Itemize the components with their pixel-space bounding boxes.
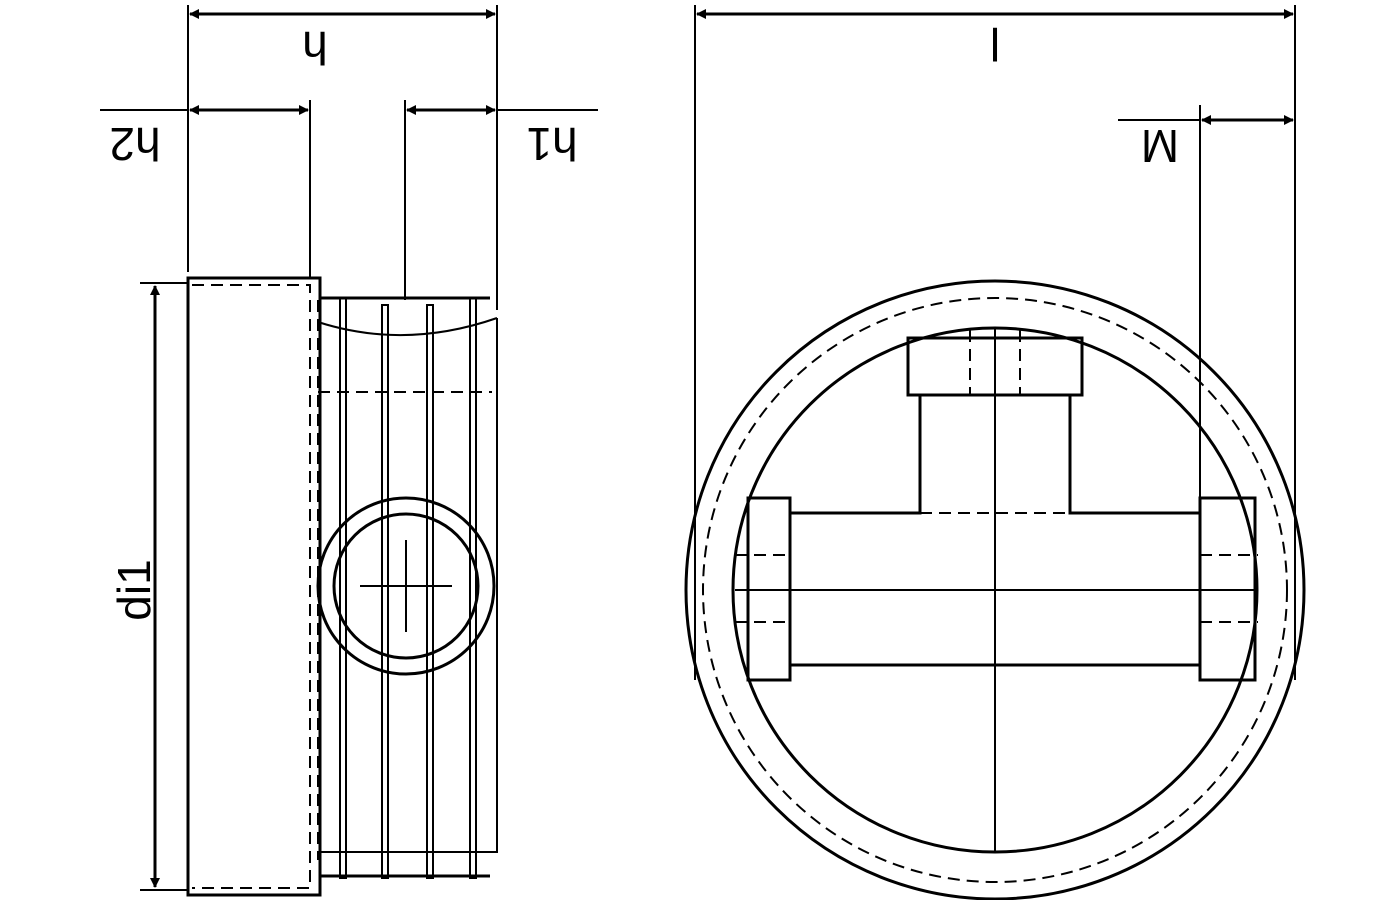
saddle-outer-ring (684, 279, 1306, 900)
body-right-edge (318, 318, 498, 853)
label-M: M (1141, 120, 1179, 172)
label-di1: di1 (108, 559, 160, 620)
label-h: h (302, 22, 328, 74)
ribs (339, 297, 477, 879)
front-view: l M (684, 5, 1306, 900)
flange-hidden-line (192, 284, 311, 889)
outlet-outer (316, 496, 496, 676)
saddle-hidden-ring (702, 297, 1288, 883)
side-view: h h2 h1 di1 (100, 5, 598, 897)
label-h2: h2 (109, 118, 160, 170)
label-h1: h1 (526, 118, 577, 170)
flange-outline (186, 276, 322, 897)
label-l: l (990, 18, 1000, 70)
outlet-inner (332, 512, 480, 660)
